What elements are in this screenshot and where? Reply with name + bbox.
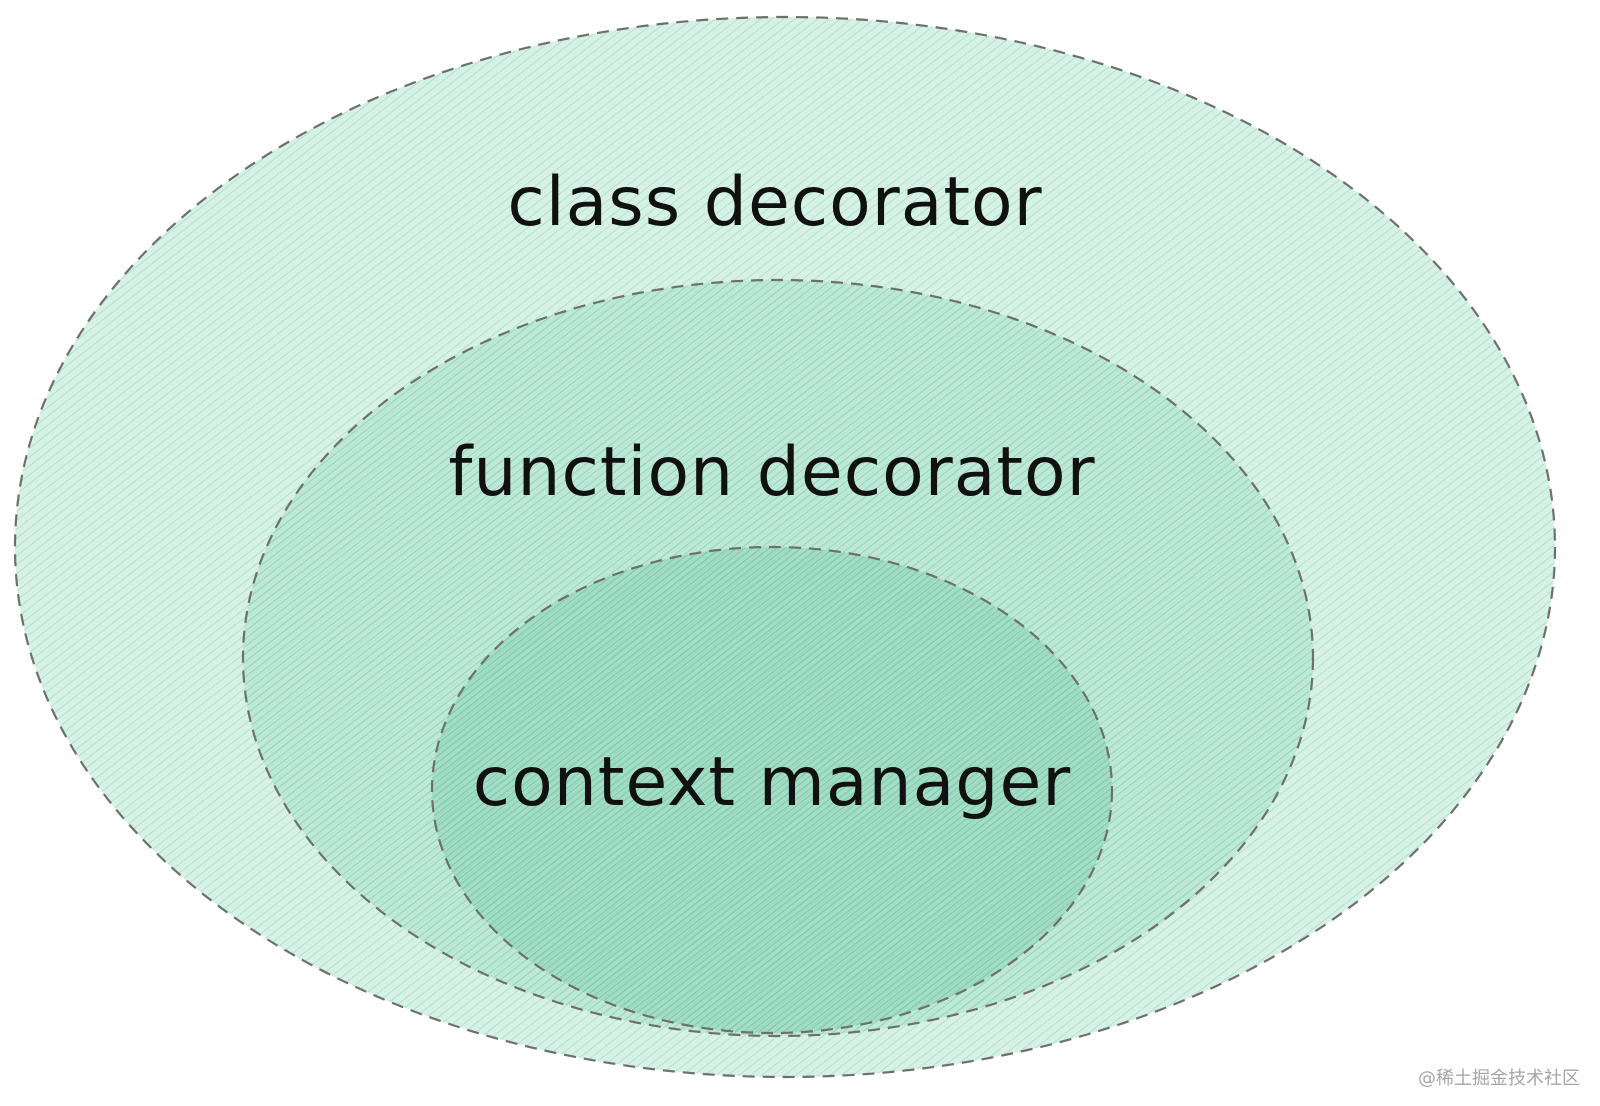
inner-set-label: context manager [473,743,1072,822]
inner-ellipse [430,545,1114,1035]
middle-set-label: function decorator [448,433,1095,512]
watermark: @稀土掘金技术社区 [1418,1068,1580,1089]
set-context-manager: context manager [430,545,1114,1035]
outer-set-label: class decorator [507,163,1042,242]
